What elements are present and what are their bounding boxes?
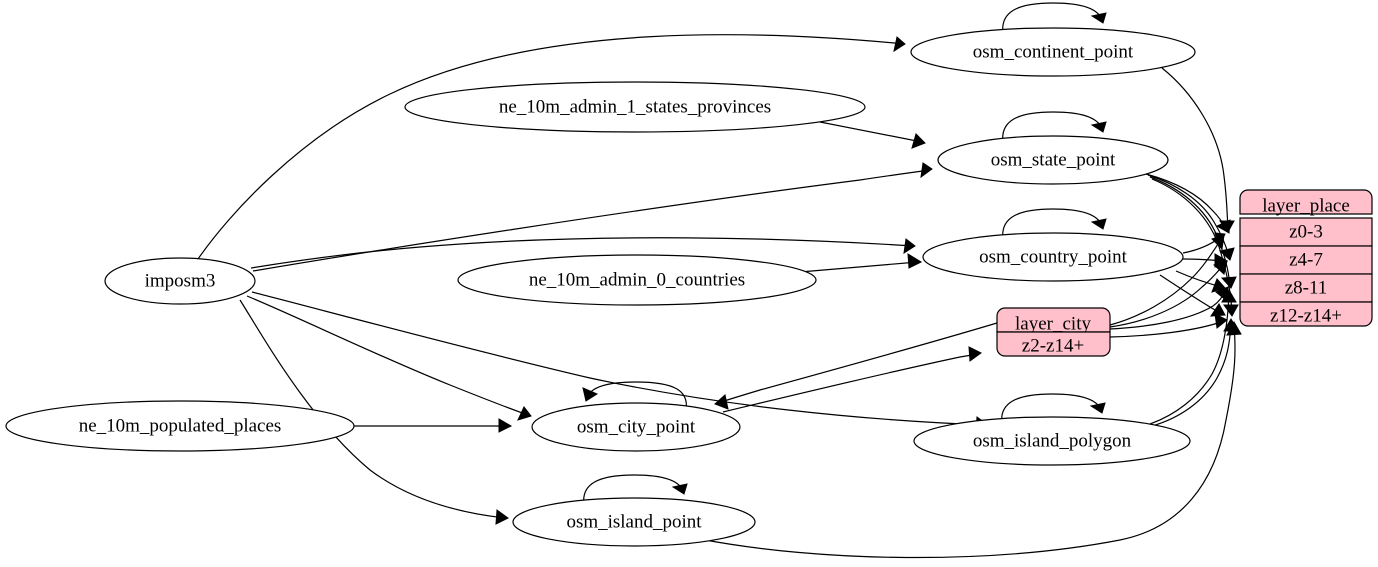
- edge-layer-city-to-layer-place-z4-7: [1109, 260, 1228, 328]
- node-imposm3[interactable]: imposm3: [104, 257, 256, 305]
- edge-osm-city-point-self-loop: [582, 381, 687, 411]
- node-ne-10m-populated-places[interactable]: ne_10m_populated_places: [5, 400, 355, 452]
- edge-imposm3-to-osm-island-point: [239, 299, 509, 525]
- node-osm-island-polygon[interactable]: osm_island_polygon: [913, 416, 1191, 466]
- edge-osm-state-point-self-loop: [1002, 111, 1107, 144]
- edge-osm-island-point-self-loop: [583, 474, 688, 506]
- node-osm-island-point[interactable]: osm_island_point: [512, 497, 756, 547]
- record-layer-place-row-z8-11-cell[interactable]: [1239, 273, 1373, 303]
- node-osm-city-point[interactable]: osm_city_point: [531, 402, 741, 452]
- edge-ne-states-to-osm-state-point: [819, 121, 926, 149]
- edge-layer-city-to-layer-place-z8-11: [1109, 286, 1229, 330]
- edge-osm-state-point-to-layer-place-z0-3: [1145, 173, 1231, 234]
- node-ne-10m-admin-1-states-provinces[interactable]: ne_10m_admin_1_states_provinces: [404, 81, 866, 133]
- edge-osm-island-polygon-self-loop: [1001, 393, 1106, 425]
- edge-osm-city-point-to-layer-city-z2-z14: [722, 346, 982, 413]
- edge-layer-city-to-layer-place-z12-z14: [1109, 313, 1228, 338]
- edge-layer-city-to-osm-city-point: [714, 322, 998, 410]
- edge-layer-city-to-layer-place-z0-3: [1109, 234, 1225, 326]
- edge-osm-island-polygon-to-layer-place-z8-11: [1149, 289, 1237, 425]
- node-osm-country-point[interactable]: osm_country_point: [922, 232, 1184, 282]
- edge-imposm3-to-osm-city-point: [246, 295, 532, 421]
- edge-imposm3-to-osm-country-point: [250, 237, 916, 269]
- edge-imposm3-to-osm-state-point: [252, 162, 933, 272]
- edge-ne-populated-to-osm-city-point: [354, 418, 513, 433]
- edge-osm-continent-point-self-loop: [1002, 2, 1107, 35]
- edge-osm-state-point-to-layer-place-z4-7: [1147, 174, 1235, 261]
- record-node-layer-city[interactable]: layer_city z2-z14+: [996, 307, 1111, 357]
- edge-osm-island-point-to-layer-place-z12-z14: [699, 320, 1242, 559]
- edge-osm-country-point-self-loop: [1002, 208, 1107, 241]
- node-layer: imposm3 ne_10m_admin_1_states_provinces …: [5, 27, 1373, 547]
- record-node-layer-place[interactable]: layer_place z0-3 z4-7 z8-11 z12-z14+: [1239, 189, 1373, 327]
- node-ne-10m-admin-0-countries[interactable]: ne_10m_admin_0_countries: [457, 254, 817, 306]
- node-osm-continent-point[interactable]: osm_continent_point: [910, 27, 1196, 77]
- record-layer-place-row-z0-3-cell[interactable]: [1239, 217, 1373, 247]
- edge-layer: [197, 2, 1242, 559]
- node-osm-state-point[interactable]: osm_state_point: [937, 135, 1169, 185]
- edge-ne-countries-to-osm-country-point: [799, 253, 923, 273]
- edge-imposm3-to-osm-continent-point: [197, 34, 906, 260]
- record-layer-place-row-z4-7-cell[interactable]: [1239, 245, 1373, 275]
- edge-osm-country-point-to-layer-place-z8-11: [1175, 270, 1226, 293]
